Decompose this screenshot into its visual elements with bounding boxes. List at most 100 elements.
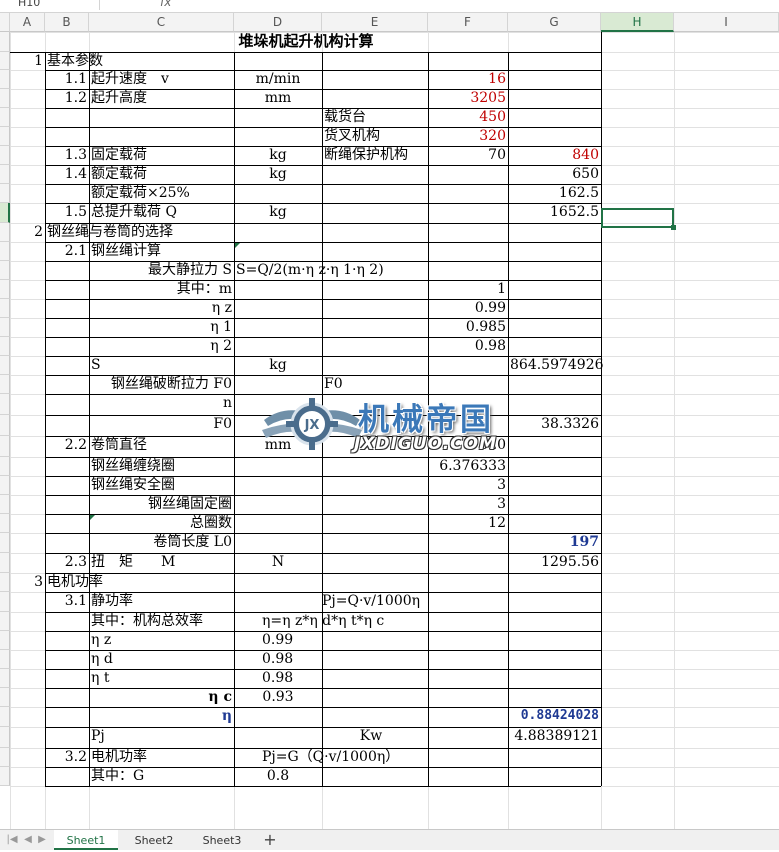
cell-b-3[interactable]: 1.2 [64,90,87,106]
cell-d-21[interactable]: mm [264,437,292,453]
cell-d-9[interactable]: kg [269,204,287,220]
row-header[interactable] [0,436,10,457]
row-header[interactable] [0,32,10,52]
scroll-first-tab-icon[interactable]: |◀ [6,834,18,845]
cell-d-27[interactable]: N [271,554,285,570]
cell-c-8[interactable]: 额定载荷×25% [91,185,190,201]
row-header[interactable] [0,415,10,436]
cell-f-13[interactable]: 1 [497,281,506,297]
cell-c-16[interactable]: η 2 [210,338,232,354]
column-header-g[interactable]: G [508,13,601,32]
row-header[interactable] [0,184,10,203]
row-header[interactable] [0,318,10,337]
cell-g-8[interactable]: 162.5 [558,185,599,201]
row-header[interactable] [0,533,10,553]
row-header[interactable] [0,457,10,476]
cell-b-7[interactable]: 1.4 [64,166,87,182]
row-header[interactable] [0,375,10,394]
cell-f-5[interactable]: 320 [479,128,506,144]
cell-f-22[interactable]: 6.376333 [439,458,506,474]
cell-c-1[interactable]: 基本参数 [47,53,103,69]
cell-f-21[interactable]: 320 [479,437,506,453]
cell-g-7[interactable]: 650 [572,166,599,182]
cell-b-29[interactable]: 3.1 [64,593,87,609]
cell-e-6[interactable]: 断绳保护机构 [324,147,408,163]
row-header[interactable] [0,70,10,89]
cell-c-7[interactable]: 额定载荷 [91,166,147,182]
cell-c-27[interactable]: 扭 矩 M [91,554,176,570]
column-header-b[interactable]: B [45,13,89,32]
cell-c-35[interactable]: η [221,708,232,724]
cell-d-38[interactable]: 0.8 [266,768,290,784]
cell-c-10[interactable]: 钢丝绳与卷筒的选择 [47,224,173,240]
row-header[interactable] [0,514,10,533]
fx-icon[interactable]: fx [160,0,172,9]
cell-b-2[interactable]: 1.1 [64,71,87,87]
row-header[interactable] [0,495,10,514]
cell-c-2[interactable]: 起升速度 v [91,71,169,87]
cell-c-6[interactable]: 固定载荷 [91,147,147,163]
cell-c-22[interactable]: 钢丝绳缠绕圈 [91,458,175,474]
cell-e-18[interactable]: F0 [324,376,343,392]
row-header[interactable] [0,707,10,727]
cell-c-9[interactable]: 总提升载荷 Q [91,204,177,220]
cell-c-13[interactable]: 其中：m [176,281,232,297]
cell-d-37[interactable]: Pj=G（Q·v/1000η） [262,749,400,765]
sheet-title[interactable]: 堆垛机起升机构计算 [238,32,374,50]
row-header[interactable] [0,242,10,261]
cell-d-31[interactable]: 0.99 [262,632,294,648]
row-header[interactable] [0,727,10,748]
cell-c-15[interactable]: η 1 [210,319,232,335]
cell-b-9[interactable]: 1.5 [64,204,87,220]
cell-c-14[interactable]: η z [211,300,232,316]
tab-sheet2[interactable]: Sheet2 [134,834,174,847]
row-header[interactable] [0,127,10,146]
row-header[interactable] [0,767,10,786]
cell-a-1[interactable]: 1 [34,53,43,69]
cell-f-6[interactable]: 70 [488,147,506,163]
cell-a-28[interactable]: 3 [34,574,43,590]
cell-e-5[interactable]: 货叉机构 [324,128,380,144]
cell-b-27[interactable]: 2.3 [64,554,87,570]
cell-g-27[interactable]: 1295.56 [541,554,599,570]
row-header[interactable] [0,280,10,299]
cell-f-2[interactable]: 16 [488,71,506,87]
cell-d-33[interactable]: 0.98 [262,670,294,686]
row-header[interactable] [0,553,10,573]
column-header-i[interactable]: I [674,13,779,32]
row-header[interactable] [0,203,10,223]
cell-c-36[interactable]: Pj [91,728,105,744]
cell-b-11[interactable]: 2.1 [64,243,87,259]
row-header[interactable] [0,165,10,184]
cell-c-34[interactable]: η c [208,689,232,705]
select-all-corner[interactable] [0,13,10,32]
cell-c-23[interactable]: 钢丝绳安全圈 [91,477,175,493]
cell-d-6[interactable]: kg [269,147,287,163]
column-header-c[interactable]: C [89,13,234,32]
cell-c-19[interactable]: n [222,395,232,411]
cell-c-29[interactable]: 静功率 [91,593,133,609]
row-header[interactable] [0,748,10,767]
cell-f-4[interactable]: 450 [479,109,506,125]
cell-d-29[interactable]: Pj=Q·v/1000η [321,593,421,609]
name-box[interactable]: H10 [0,0,100,10]
cell-c-17[interactable]: S [91,357,101,373]
cell-b-6[interactable]: 1.3 [64,147,87,163]
cell-f-3[interactable]: 3205 [470,90,506,106]
cell-c-37[interactable]: 电机功率 [91,749,147,765]
column-header-f[interactable]: F [428,13,508,32]
cell-c-38[interactable]: 其中：G [91,768,145,784]
cell-c-28[interactable]: 电机功率 [47,574,103,590]
cell-d-12[interactable]: S=Q/2(m·η z·η 1·η 2) [236,262,384,278]
cell-c-32[interactable]: η d [91,651,113,667]
row-header[interactable] [0,223,10,242]
cell-d-7[interactable]: kg [269,166,287,182]
cell-d-32[interactable]: 0.98 [262,651,294,667]
scroll-prev-tab-icon[interactable]: ◀ [24,834,32,845]
row-header[interactable] [0,631,10,650]
cell-d-34[interactable]: 0.93 [262,689,294,705]
cell-g-36[interactable]: 4.88389121 [514,728,599,744]
cell-d-30[interactable]: η=η z*η d*η t*η c [262,613,385,629]
row-header[interactable] [0,592,10,612]
column-header-h[interactable]: H [601,13,674,32]
